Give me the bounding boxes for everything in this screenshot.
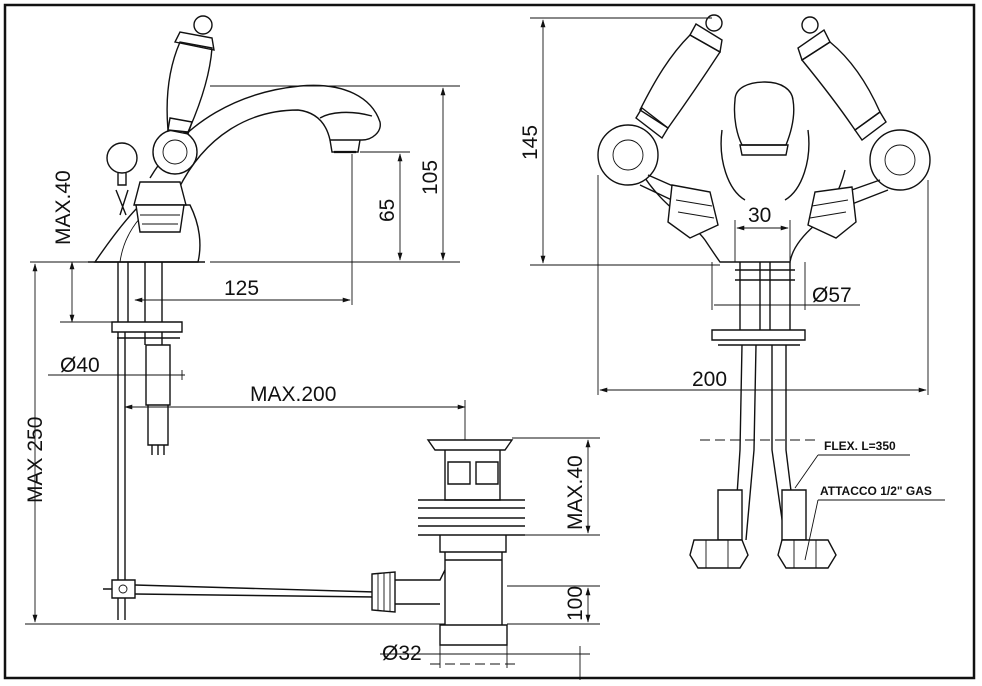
dim-145: 145: [519, 125, 542, 160]
side-view-dimensions: [25, 85, 600, 680]
dim-d57: Ø57: [812, 284, 852, 307]
dim-max250: MAX 250: [24, 417, 47, 503]
front-view-dimensions: [530, 17, 945, 561]
waste-assembly: [371, 439, 525, 646]
note-attacco: ATTACCO 1/2" GAS: [820, 484, 932, 498]
dim-125: 125: [224, 277, 259, 300]
dim-200: 200: [692, 368, 727, 391]
dim-d40: Ø40: [60, 354, 100, 377]
drawing-frame: [3, 3, 976, 680]
dim-100: 100: [564, 586, 587, 621]
front-view-faucet: [597, 14, 931, 569]
dim-65: 65: [376, 199, 399, 222]
dim-max40-bottom: MAX.40: [564, 455, 587, 530]
lever-ball: [152, 129, 198, 175]
side-view-faucet: [88, 15, 381, 620]
dim-max200: MAX.200: [250, 383, 336, 406]
dim-max40-top: MAX.40: [52, 170, 75, 245]
dim-105: 105: [419, 160, 442, 195]
dim-30: 30: [748, 204, 771, 227]
dim-d32: Ø32: [382, 642, 422, 665]
note-flex: FLEX. L=350: [824, 439, 896, 453]
